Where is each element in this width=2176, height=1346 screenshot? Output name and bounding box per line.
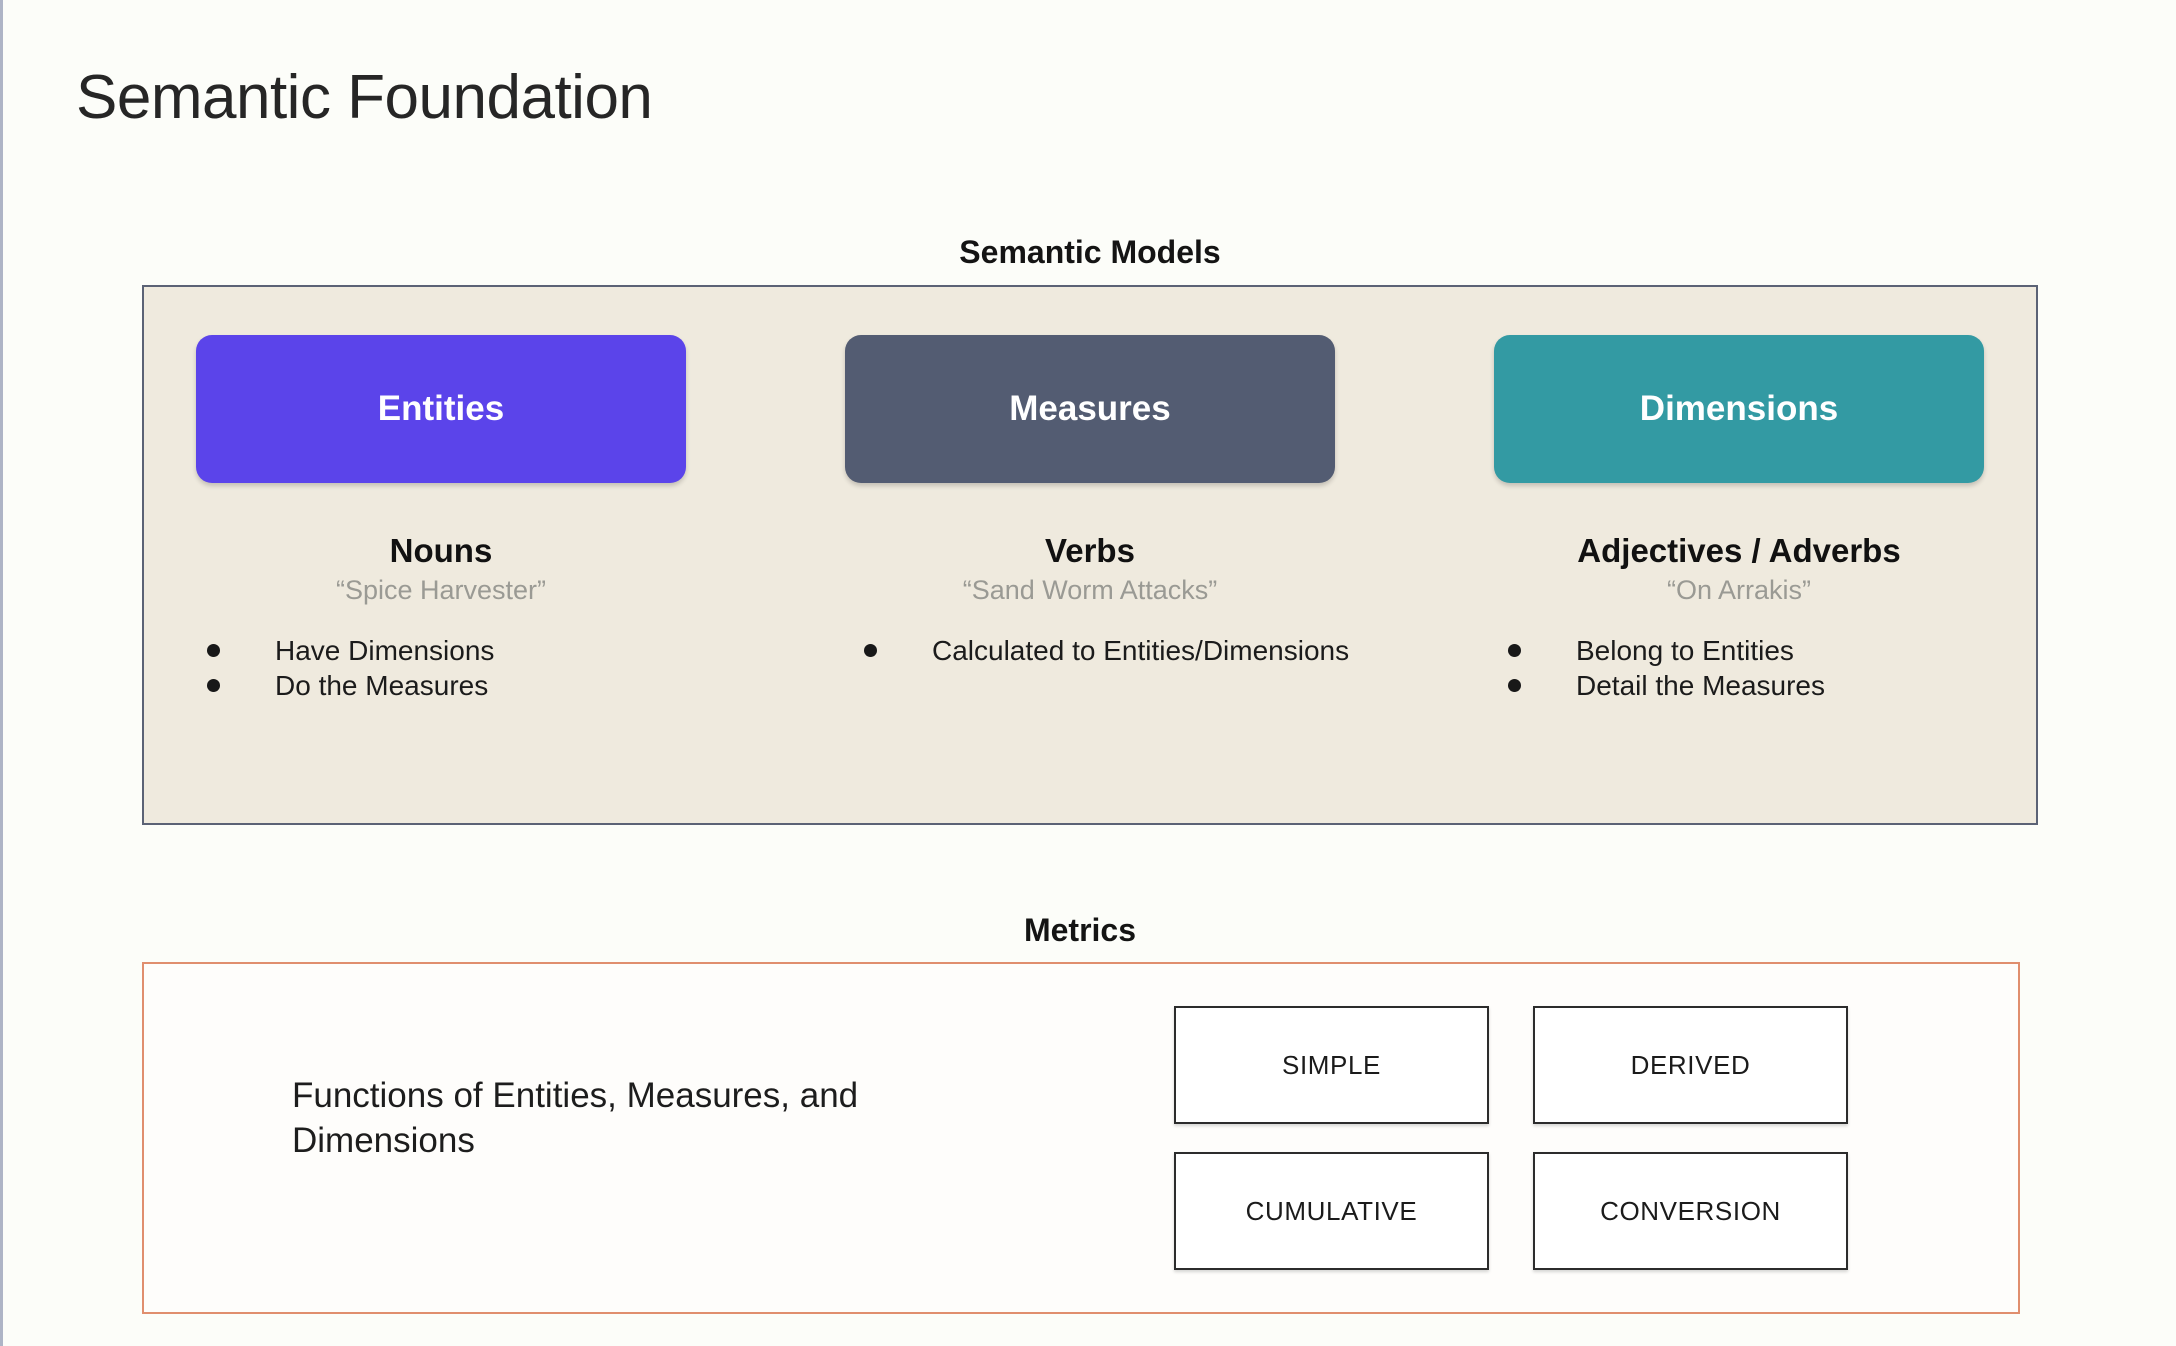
metrics-heading: Metrics [1023,912,1137,948]
metric-type-derived[interactable]: DERIVED [1533,1006,1848,1124]
list-item: Belong to Entities [1508,634,1998,667]
bullet-dot-icon [864,644,877,658]
metrics-description: Functions of Entities, Measures, and Dim… [292,1076,859,1160]
semantic-column-measures: Measures Verbs “Sand Worm Attacks” Calcu… [845,335,1349,823]
semantic-models-panel: Entities Nouns “Spice Harvester” Have Di… [142,285,2038,825]
entities-bullet-1: Have Dimensions [275,635,495,667]
dimensions-bullet-2: Detail the Measures [1576,670,1826,702]
bullet-dot-icon [1508,679,1521,693]
dimensions-example-label: “On Arrakis” [1666,575,1812,606]
measures-bullet-1: Calculated to Entities/Dimensions [932,635,1350,667]
metric-type-cumulative[interactable]: CUMULATIVE [1174,1152,1489,1270]
metric-type-simple[interactable]: SIMPLE [1174,1006,1489,1124]
measures-bullet-list: Calculated to Entities/Dimensions [826,634,1354,669]
list-item: Detail the Measures [1508,669,1998,702]
entities-bullet-2: Do the Measures [275,670,489,702]
entities-role-label: Nouns [389,532,493,569]
bullet-dot-icon [207,679,220,693]
metrics-panel: Functions of Entities, Measures, and Dim… [142,962,2020,1314]
dimensions-pill[interactable]: Dimensions [1494,335,1984,483]
semantic-models-columns: Entities Nouns “Spice Harvester” Have Di… [144,287,2036,823]
dimensions-bullet-1: Belong to Entities [1576,635,1794,667]
semantic-models-heading: Semantic Models [959,234,1221,270]
dimensions-role-label: Adjectives / Adverbs [1577,532,1901,569]
measures-pill[interactable]: Measures [845,335,1335,483]
left-edge-rule [0,0,3,1346]
measures-example-label: “Sand Worm Attacks” [962,575,1218,606]
page-title: Semantic Foundation [76,63,653,132]
metric-type-conversion[interactable]: CONVERSION [1533,1152,1848,1270]
entities-example-label: “Spice Harvester” [335,575,547,606]
semantic-column-entities: Entities Nouns “Spice Harvester” Have Di… [196,335,686,823]
entities-bullet-list: Have Dimensions Do the Measures [185,634,697,704]
bullet-dot-icon [207,644,220,658]
measures-role-label: Verbs [1045,532,1135,569]
list-item: Do the Measures [207,669,697,702]
list-item: Have Dimensions [207,634,697,667]
bullet-dot-icon [1508,644,1521,658]
list-item: Calculated to Entities/Dimensions [864,634,1354,667]
semantic-column-dimensions: Dimensions Adjectives / Adverbs “On Arra… [1494,335,1984,823]
entities-pill[interactable]: Entities [196,335,686,483]
metric-type-grid: SIMPLE DERIVED CUMULATIVE CONVERSION [1174,1006,1864,1270]
dimensions-bullet-list: Belong to Entities Detail the Measures [1480,634,1998,704]
